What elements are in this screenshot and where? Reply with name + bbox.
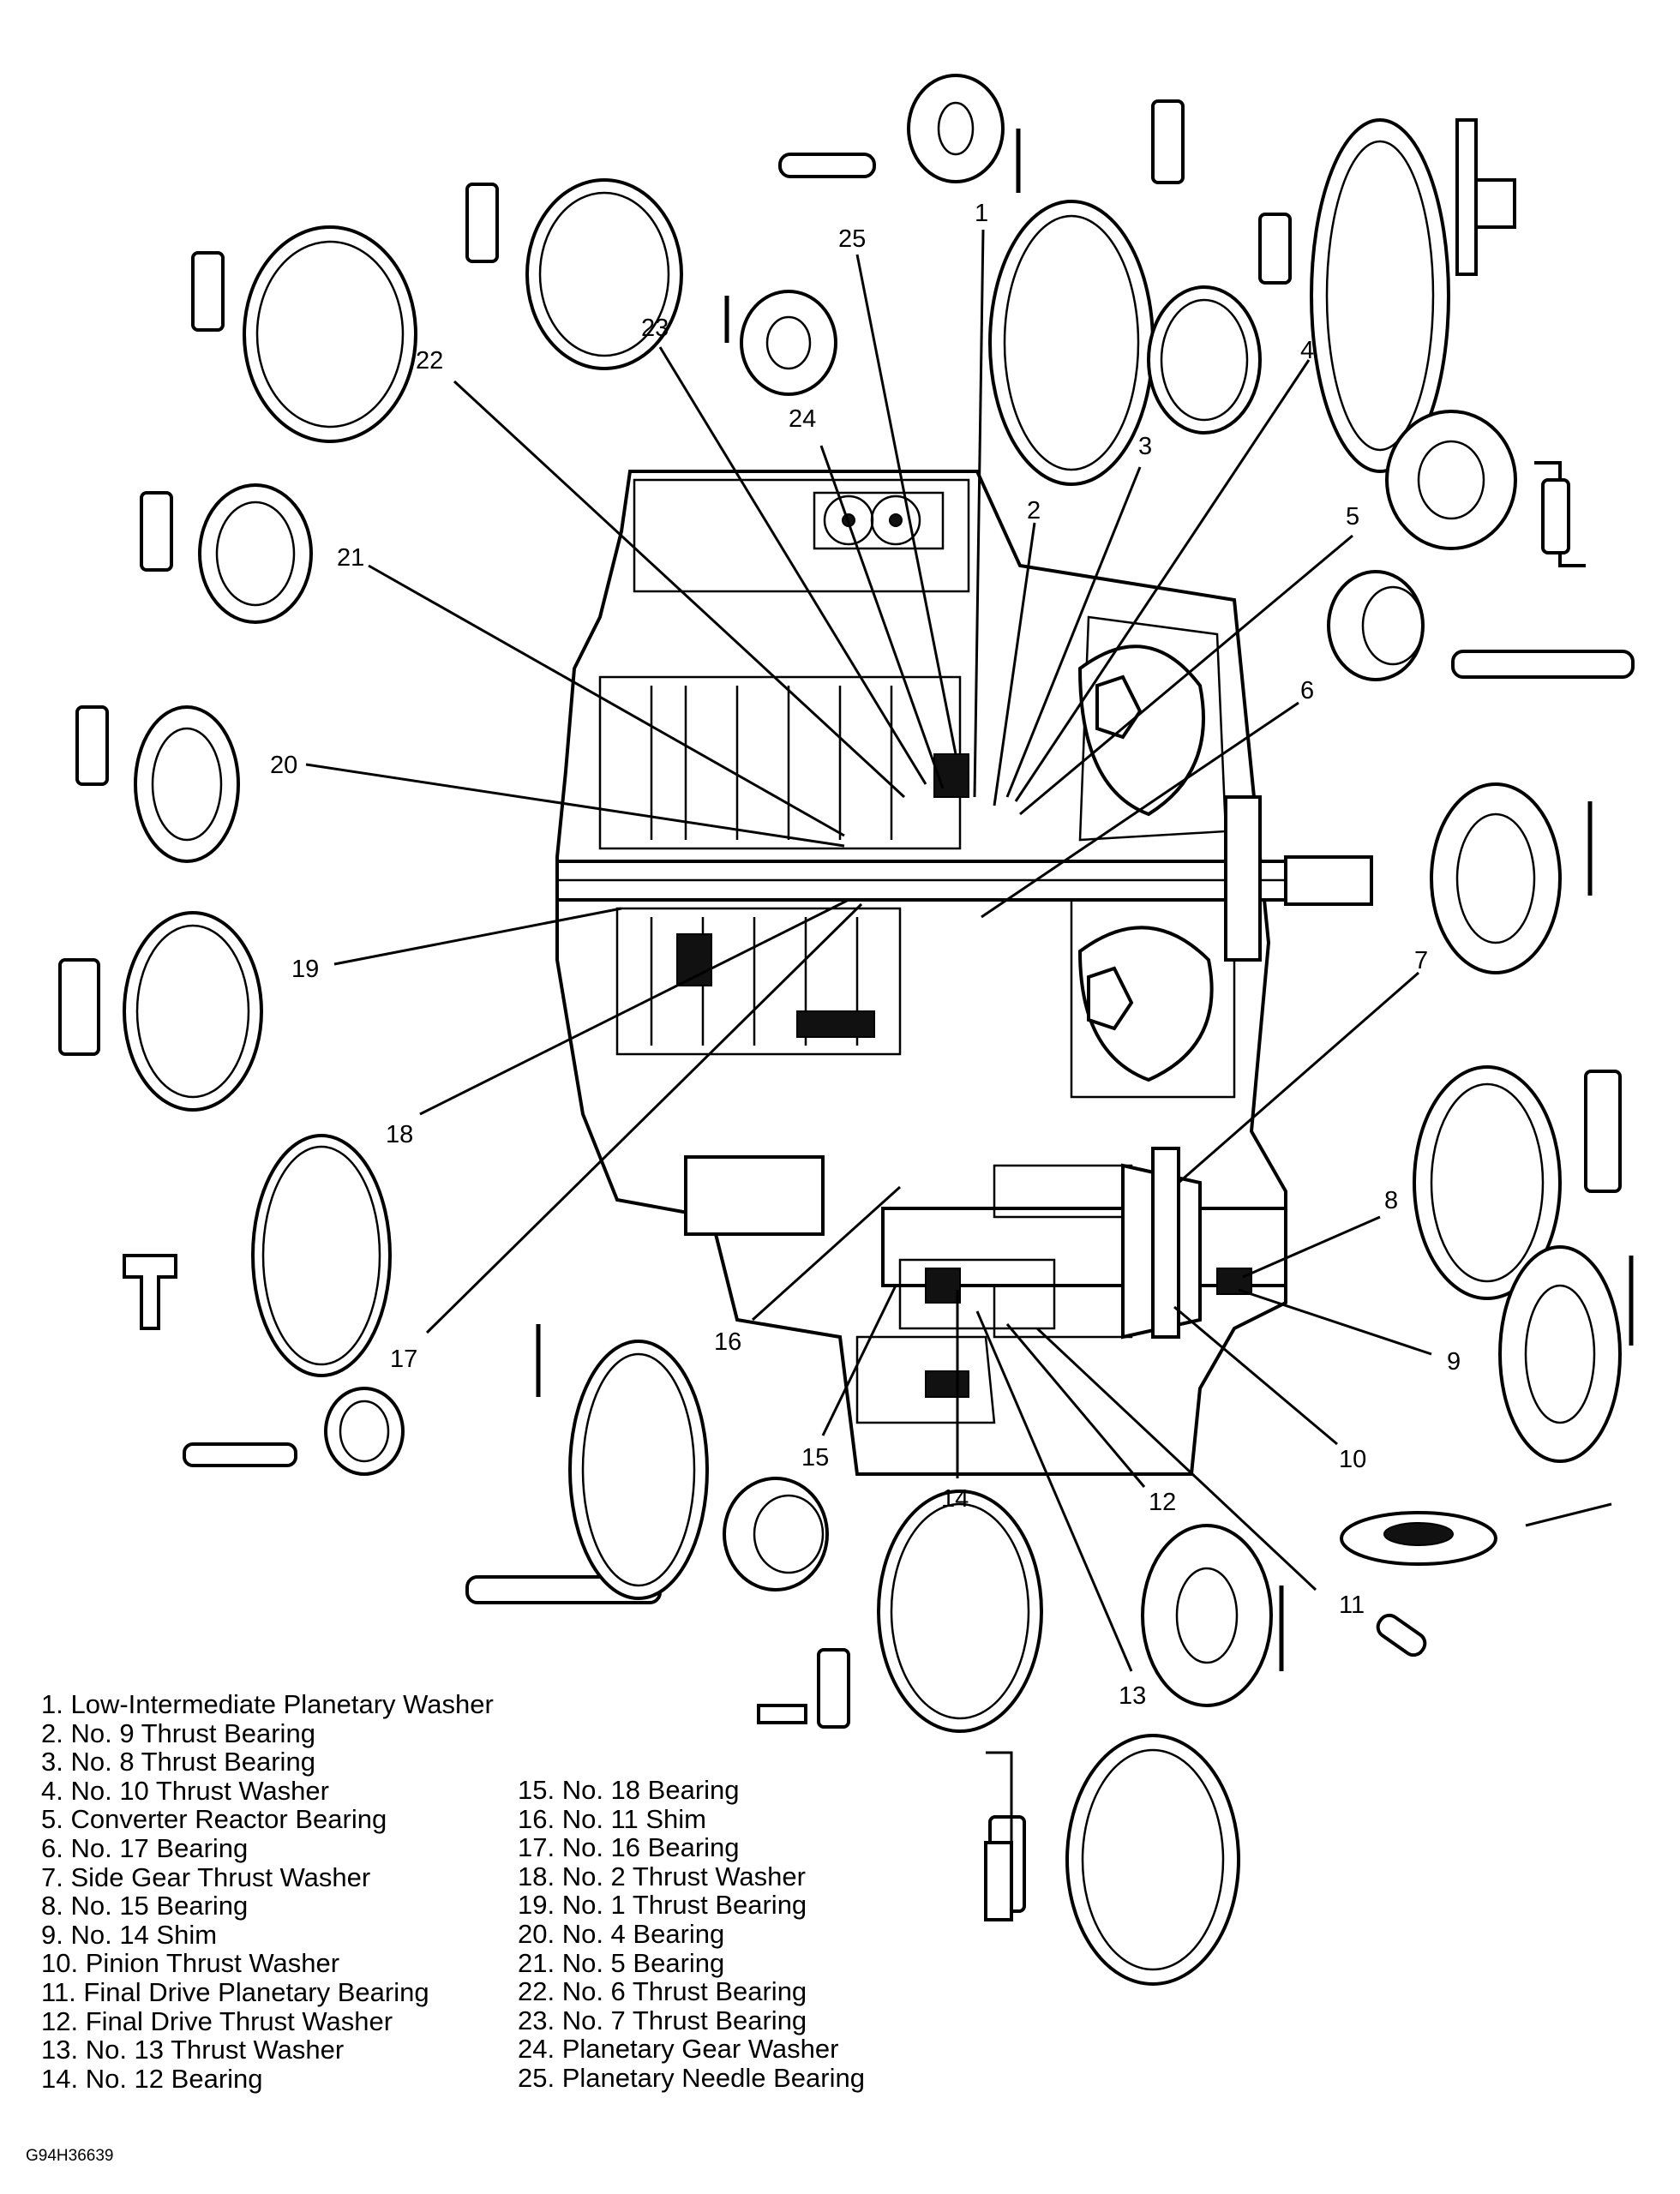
leader-5: [1019, 534, 1353, 816]
leader-4: [1014, 359, 1311, 802]
legend-right-column: 15. No. 18 Bearing 16. No. 11 Shim 17. N…: [518, 1776, 865, 2093]
leader-9: [1238, 1288, 1432, 1356]
callout-6: 6: [1300, 677, 1314, 704]
exploded-parts: [58, 74, 1635, 1986]
leader-23: [658, 346, 927, 785]
legend-item: 18. No. 2 Thrust Washer: [518, 1861, 806, 1891]
leader-10: [1173, 1305, 1338, 1446]
callout-24: 24: [789, 405, 816, 433]
callout-22: 22: [416, 347, 443, 375]
legend-item: 16. No. 11 Shim: [518, 1803, 706, 1834]
legend-item: 2. No. 9 Thrust Bearing: [41, 1717, 315, 1748]
callout-25: 25: [838, 225, 866, 253]
callout-4: 4: [1300, 337, 1314, 364]
legend-item: 14. No. 12 Bearing: [41, 2063, 263, 2094]
legend-item: 13. No. 13 Thrust Washer: [41, 2035, 345, 2065]
callout-19: 19: [291, 956, 319, 983]
leader-21: [368, 564, 845, 837]
callout-10: 10: [1339, 1446, 1366, 1473]
legend-item: 24. Planetary Gear Washer: [518, 2034, 839, 2065]
leader-25: [855, 254, 957, 755]
legend-item: 17. No. 16 Bearing: [518, 1832, 740, 1863]
leader-3: [1005, 466, 1142, 798]
legend-item: 20. No. 4 Bearing: [518, 1918, 725, 1949]
callout-18: 18: [386, 1121, 413, 1148]
legend-item: 8. No. 15 Bearing: [41, 1891, 249, 1921]
final-drive-assembly: [684, 1147, 1287, 1424]
legend-item: 19. No. 1 Thrust Bearing: [518, 1890, 807, 1921]
callout-8: 8: [1384, 1187, 1398, 1214]
callout-16: 16: [714, 1328, 741, 1356]
leader-16: [751, 1185, 902, 1322]
callout-12: 12: [1149, 1489, 1176, 1516]
callout-11: 11: [1339, 1592, 1365, 1619]
legend-left-column: 1. Low-Intermediate Planetary Washer 2. …: [41, 1690, 494, 2093]
callout-20: 20: [270, 752, 297, 779]
figure-code: G94H36639: [26, 2147, 114, 2165]
callout-numbers: 1 2 3 4 5 6 7 8 9 10 11 12 13 14 15 16 1…: [270, 200, 1461, 1710]
callout-21: 21: [337, 544, 364, 572]
planetary-gear-pack: [598, 675, 969, 1056]
callout-5: 5: [1346, 503, 1359, 531]
leader-15: [821, 1285, 897, 1436]
callout-leaders: [305, 229, 1432, 1672]
leader-13: [975, 1310, 1133, 1672]
leader-2: [993, 522, 1036, 806]
legend-item: 12. Final Drive Thrust Washer: [41, 2005, 393, 2036]
leader-12: [1005, 1323, 1146, 1488]
transmission-assembly: [555, 470, 1373, 1476]
callout-7: 7: [1414, 947, 1428, 974]
legend-item: 6. No. 17 Bearing: [41, 1832, 249, 1863]
legend-item: 4. No. 10 Thrust Washer: [41, 1775, 329, 1806]
legend-item: 11. Final Drive Planetary Bearing: [41, 1976, 429, 2007]
callout-13: 13: [1119, 1682, 1146, 1710]
legend-item: 9. No. 14 Shim: [41, 1919, 218, 1950]
callout-15: 15: [801, 1444, 829, 1472]
legend-item: 22. No. 6 Thrust Bearing: [518, 1976, 807, 2007]
callout-2: 2: [1027, 497, 1041, 525]
legend-item: 25. Planetary Needle Bearing: [518, 2062, 865, 2093]
legend-item: 5. Converter Reactor Bearing: [41, 1804, 387, 1835]
leader-1: [973, 229, 985, 798]
leader-18: [419, 898, 849, 1116]
legend-item: 21. No. 5 Bearing: [518, 1947, 725, 1978]
callout-1: 1: [975, 200, 988, 227]
callout-17: 17: [390, 1346, 417, 1373]
legend-item: 15. No. 18 Bearing: [518, 1775, 740, 1805]
legend-item: 23. No. 7 Thrust Bearing: [518, 2005, 807, 2035]
leader-7: [1178, 971, 1419, 1184]
callout-14: 14: [941, 1485, 969, 1513]
leader-22: [453, 380, 906, 799]
legend-item: 3. No. 8 Thrust Bearing: [41, 1747, 315, 1777]
leader-19: [333, 907, 622, 966]
leader-11: [1035, 1327, 1317, 1592]
legend-item: 1. Low-Intermediate Planetary Washer: [41, 1689, 494, 1719]
callout-23: 23: [641, 315, 669, 342]
callout-9: 9: [1447, 1348, 1461, 1376]
leader-20: [305, 763, 845, 848]
legend-item: 7. Side Gear Thrust Washer: [41, 1861, 371, 1892]
leader-8: [1242, 1215, 1381, 1279]
leader-17: [425, 902, 863, 1334]
callout-3: 3: [1138, 433, 1152, 460]
legend-item: 10. Pinion Thrust Washer: [41, 1948, 340, 1979]
leader-6: [981, 701, 1299, 919]
leader-24: [819, 445, 945, 789]
